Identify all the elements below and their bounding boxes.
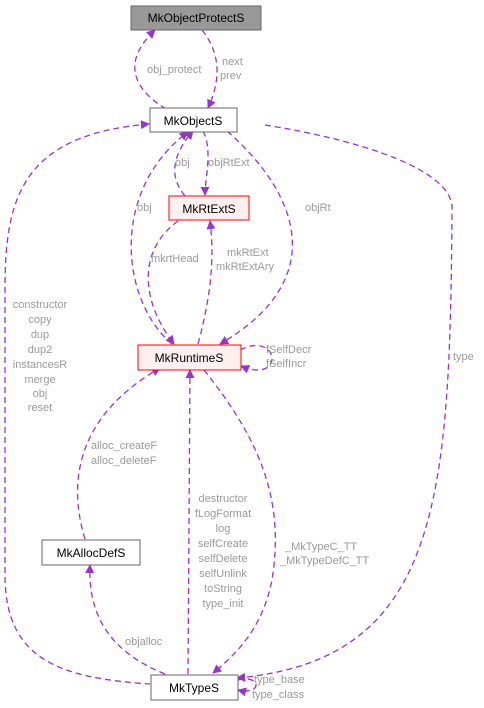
edge-rt-funcs bbox=[185, 369, 195, 675]
label-prev: prev bbox=[220, 70, 242, 82]
edge-obj-protect bbox=[134, 29, 167, 110]
node-label-mkallocdefs: MkAllocDefS bbox=[57, 546, 126, 560]
label-floformat: fLogFormat bbox=[195, 508, 251, 520]
label-obj-protect: obj_protect bbox=[147, 64, 201, 76]
label-log: log bbox=[216, 523, 231, 535]
node-box-mkallocdefs bbox=[41, 539, 141, 566]
label-instancesr: instancesR bbox=[13, 359, 67, 371]
label-dup2: dup2 bbox=[28, 344, 52, 356]
edge-rt-obj bbox=[130, 131, 189, 345]
label-fselfincr: fSelfIncr bbox=[266, 358, 307, 370]
edge-labels: obj_protect next prev obj objRtExt objRt… bbox=[13, 56, 474, 701]
edge-mktypec bbox=[203, 369, 277, 674]
label-mkrtext: mkRtExt bbox=[227, 247, 269, 259]
node-mkruntimes[interactable]: MkRuntimeS bbox=[137, 344, 242, 371]
label-group-rt-funcs: destructor fLogFormat log selfCreate sel… bbox=[195, 493, 251, 610]
label-obj-type: obj bbox=[33, 388, 48, 400]
node-label-mkobjects: MkObjectS bbox=[164, 114, 223, 128]
node-box-mkobjects bbox=[149, 107, 238, 133]
edge-type bbox=[236, 124, 453, 682]
label-tostring: toString bbox=[204, 583, 242, 595]
label-merge: merge bbox=[24, 374, 55, 386]
node-label-mktypes: MkTypeS bbox=[169, 681, 219, 695]
node-mktypes[interactable]: MkTypeS bbox=[150, 674, 239, 701]
label-selfcreate: selfCreate bbox=[198, 538, 248, 550]
label-copy: copy bbox=[28, 314, 52, 326]
edge-mkrtext bbox=[197, 220, 216, 345]
label-mkrtextary: mkRtExtAry bbox=[216, 261, 275, 273]
label-selfunlink: selfUnlink bbox=[199, 568, 247, 580]
label-destructor: destructor bbox=[199, 493, 248, 505]
label-objrtext: objRtExt bbox=[208, 157, 250, 169]
label-dup: dup bbox=[31, 329, 49, 341]
edge-obj-rtext bbox=[200, 130, 210, 196]
label-constructor: constructor bbox=[13, 299, 68, 311]
node-label-mkruntimes: MkRuntimeS bbox=[155, 351, 224, 365]
label-group-type-obj: constructor copy dup dup2 instancesR mer… bbox=[13, 299, 68, 414]
edge-next-prev bbox=[201, 29, 218, 109]
node-box-mkrtexts bbox=[168, 195, 250, 221]
label-objrt: objRt bbox=[305, 202, 331, 214]
node-mkobjectprotects[interactable]: MkObjectProtectS bbox=[130, 5, 262, 31]
label-selfdelete: selfDelete bbox=[199, 553, 248, 565]
edge-typebase-loop bbox=[237, 678, 257, 697]
node-box-mktypes bbox=[150, 674, 239, 701]
node-mkobjects[interactable]: MkObjectS bbox=[149, 107, 238, 133]
label-alloc-deletef: alloc_deleteF bbox=[91, 455, 157, 467]
edges bbox=[4, 29, 453, 697]
node-mkrtexts[interactable]: MkRtExtS bbox=[168, 195, 250, 221]
label-reset: reset bbox=[28, 402, 52, 414]
edge-self-loop bbox=[239, 344, 273, 374]
label-type: type bbox=[453, 351, 474, 363]
label-mkrthead: mkrtHead bbox=[151, 253, 199, 265]
edge-objalloc bbox=[85, 564, 166, 675]
label-rt-obj: obj bbox=[137, 202, 152, 214]
label-next: next bbox=[222, 56, 243, 68]
label-type-base: type_base bbox=[254, 674, 305, 686]
label-fselfdecr: fSelfDecr bbox=[266, 344, 312, 356]
node-label-mkrtexts: MkRtExtS bbox=[182, 202, 235, 216]
edge-mkrthead bbox=[147, 220, 179, 345]
nodes: MkObjectProtectS MkObjectS MkRtExtS MkRu… bbox=[41, 5, 262, 701]
label-type-class: type_class bbox=[252, 689, 304, 701]
label-alloc-createf: alloc_createF bbox=[91, 440, 157, 452]
label-type-init: type_init bbox=[203, 598, 244, 610]
edge-type-obj bbox=[4, 120, 151, 685]
node-box-mkruntimes bbox=[137, 344, 242, 371]
label-objalloc: objalloc bbox=[125, 636, 163, 648]
label-rtext-obj: obj bbox=[175, 157, 190, 169]
label-mktypec: _MkTypeC_TT bbox=[284, 541, 357, 553]
label-mktypedefc: _MkTypeDefC_TT bbox=[279, 555, 370, 567]
edge-alloc bbox=[76, 367, 161, 540]
node-mkallocdefs[interactable]: MkAllocDefS bbox=[41, 539, 141, 566]
node-label-mkobjectprotects: MkObjectProtectS bbox=[148, 11, 245, 25]
node-box-mkobjectprotects bbox=[130, 5, 262, 31]
